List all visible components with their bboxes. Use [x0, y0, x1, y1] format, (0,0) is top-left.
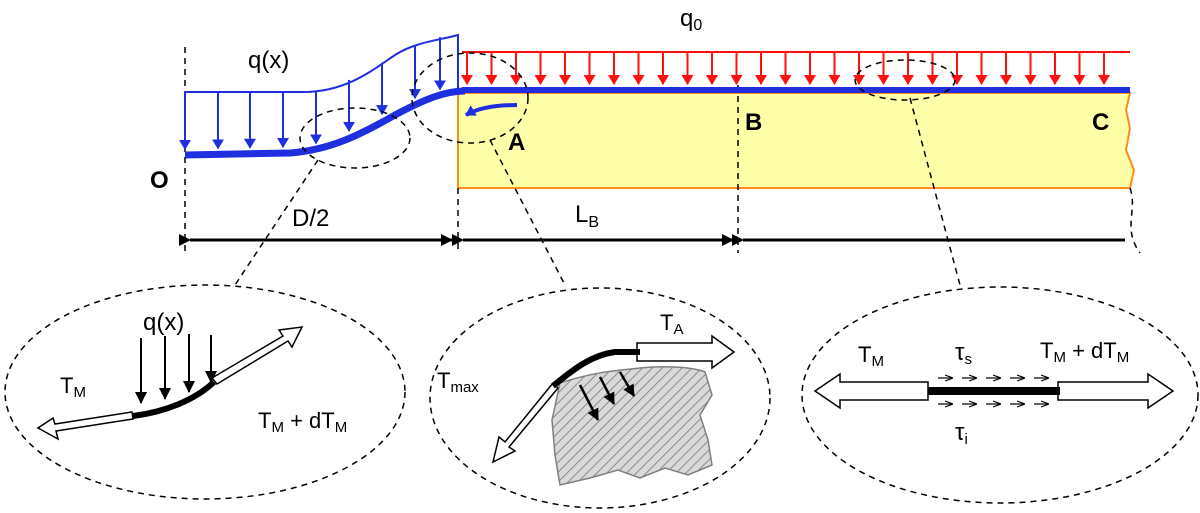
- inset-right: TM TM + dTM τs τi: [801, 286, 1199, 504]
- distributed-load-qx: [179, 33, 459, 150]
- label-point-a: A: [508, 129, 525, 156]
- inset-left-qx: q(x): [143, 309, 184, 336]
- label-point-c: C: [1092, 109, 1109, 136]
- inset-middle-ta: TA: [660, 310, 683, 338]
- distributed-load-q0: [461, 51, 1130, 85]
- inset-right-tm-dtm: TM + dTM: [1040, 338, 1129, 366]
- label-origin: O: [150, 167, 169, 194]
- inset-middle-tmax: Tmax: [437, 368, 479, 396]
- inset-right-tau-s: τs: [955, 339, 972, 368]
- label-point-b: B: [745, 109, 762, 136]
- guide-lines: [184, 47, 1141, 254]
- inset-left: q(x) TM TM + dTM: [4, 284, 406, 500]
- label-qx: q(x): [248, 47, 289, 74]
- inset-left-tm-dtm: TM + dTM: [258, 408, 347, 436]
- inset-middle: TA Tmax: [429, 287, 771, 509]
- inset-right-tm: TM: [858, 342, 884, 370]
- label-d-half: D/2: [292, 205, 329, 232]
- cable: [184, 87, 1130, 159]
- inset-right-tau-i: τi: [955, 419, 968, 448]
- label-q0: q0: [680, 5, 702, 34]
- ground-block: [457, 92, 1136, 189]
- zoom-markers: [234, 52, 961, 286]
- label-lb: LB: [575, 201, 599, 231]
- inset-left-tm: TM: [60, 373, 86, 401]
